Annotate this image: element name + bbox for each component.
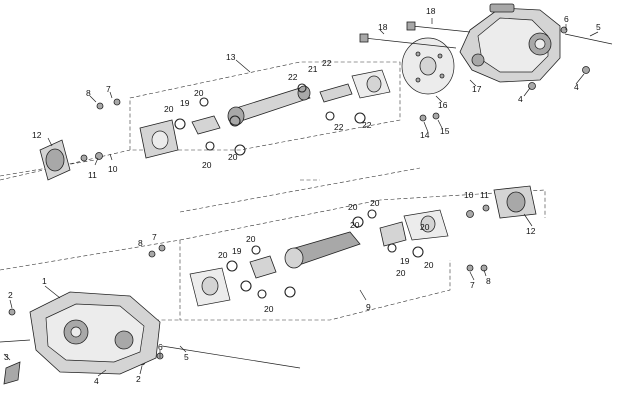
callout-12: 12: [32, 130, 42, 140]
callout-b8b: 8: [486, 276, 491, 286]
callout-b8a: 8: [138, 238, 143, 248]
axle-rod-bottom: [0, 339, 301, 369]
top-nut-set: [80, 26, 590, 162]
leader-lines: [3, 18, 599, 377]
callout-b20b: 20: [370, 198, 380, 208]
callout-b20h: 20: [396, 268, 406, 278]
callout-b20f: 20: [218, 250, 228, 260]
callout-22b: 22: [322, 58, 332, 68]
callout-20c: 20: [228, 152, 238, 162]
callout-18b: 18: [426, 6, 436, 16]
callout-b1: 1: [42, 276, 47, 286]
callouts-bottom: 10 11 12 20 20 20 20 20 20 20 20 20 19 1…: [4, 190, 536, 386]
callout-b11: 11: [480, 190, 489, 200]
callout-20b: 20: [164, 104, 174, 114]
callout-10: 10: [108, 164, 118, 174]
callout-b5: 5: [184, 352, 189, 362]
callout-b7a: 7: [152, 232, 157, 242]
callout-b20i: 20: [424, 260, 434, 270]
top-snap-rings: [174, 83, 366, 156]
callout-b20c: 20: [350, 220, 360, 230]
callout-b20e: 20: [246, 234, 256, 244]
callout-b3: 3: [4, 352, 9, 362]
callout-4b: 4: [574, 82, 579, 92]
callout-22c: 22: [334, 122, 344, 132]
callout-15: 15: [440, 126, 450, 136]
callout-b19b: 19: [400, 256, 410, 266]
axle-rod-5: [564, 33, 613, 45]
callout-21: 21: [308, 64, 318, 74]
callout-b12: 12: [526, 226, 536, 236]
callout-b20d: 20: [420, 222, 430, 232]
rear-differential: [459, 3, 561, 83]
callout-4a: 4: [518, 94, 523, 104]
callout-b19a: 19: [232, 246, 242, 256]
callout-16: 16: [438, 100, 448, 110]
callout-b4: 4: [94, 376, 99, 386]
callout-20a: 20: [194, 88, 204, 98]
callout-b20a: 20: [348, 202, 358, 212]
long-bolt-18: [359, 21, 471, 49]
callout-20d: 20: [202, 160, 212, 170]
callout-b6: 6: [158, 342, 163, 352]
callout-17: 17: [472, 84, 482, 94]
callout-b2b: 2: [136, 374, 141, 384]
callout-b7b: 7: [470, 280, 475, 290]
callouts-top: 18 18 6 5 17 4 4 16 14 15 13 22 21 22 22…: [32, 6, 601, 180]
callout-6: 6: [564, 14, 569, 24]
rear-propshaft: [189, 185, 537, 307]
callout-b9: 9: [366, 302, 371, 312]
callout-11: 11: [88, 170, 97, 180]
callout-19: 19: [180, 98, 190, 108]
callout-b10: 10: [464, 190, 474, 200]
bottom-snap-rings: [226, 209, 424, 299]
callout-22d: 22: [362, 120, 372, 130]
callout-14: 14: [420, 130, 430, 140]
callout-7: 7: [106, 84, 111, 94]
callout-13: 13: [226, 52, 236, 62]
callout-b2a: 2: [8, 290, 13, 300]
callout-8: 8: [86, 88, 91, 98]
callout-b20g: 20: [264, 304, 274, 314]
front-differential: [3, 291, 161, 385]
callout-18a: 18: [378, 22, 388, 32]
callout-5: 5: [596, 22, 601, 32]
front-propshaft: [39, 69, 391, 181]
ring-gear-disc: [401, 37, 455, 95]
callout-22a: 22: [288, 72, 298, 82]
